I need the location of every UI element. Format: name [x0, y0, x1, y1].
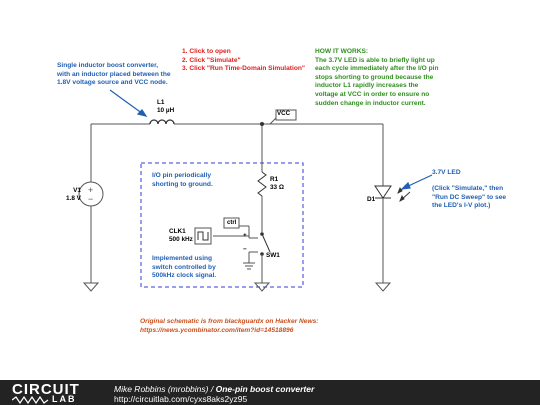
junction-vcc — [260, 122, 264, 126]
schematic-canvas: + − — [78, 89, 433, 292]
ctrl-tag-label: ctrl — [227, 220, 237, 226]
footer-bar: CIRCUIT LAB Mike Robbins (mrobbins) / On… — [0, 380, 540, 405]
vcc-tag-box — [275, 109, 297, 121]
sw1-label: SW1 — [266, 252, 280, 259]
voltage-source-v1 — [78, 181, 104, 207]
ctrl-tag-box — [223, 217, 240, 229]
footer-title: One-pin boost converter — [215, 384, 315, 394]
footer-author-title: Mike Robbins (mrobbins) / One-pin boost … — [114, 384, 315, 394]
switch-sw1 — [261, 233, 271, 253]
io-pin-dashed-box — [140, 162, 304, 288]
resistor-r1 — [257, 171, 267, 197]
ground-v1 — [82, 282, 100, 292]
note-intro: Single inductor boost converter,with an … — [57, 62, 171, 87]
note-how-it-works: HOW IT WORKS: The 3.7V LED is able to br… — [315, 48, 439, 107]
ground-sw1 — [253, 282, 271, 292]
hacker-news-link[interactable]: https://news.ycombinator.com/item?id=145… — [140, 326, 294, 334]
footer-url[interactable]: http://circuitlab.com/cyxs8aks2yz95 — [114, 394, 248, 404]
note-led: 3.7V LED — [432, 169, 461, 176]
svg-text:+: + — [88, 185, 93, 195]
footer-author[interactable]: Mike Robbins (mrobbins) — [114, 384, 209, 394]
note-original-source: Original schematic is from blackguardx o… — [140, 318, 319, 334]
note-steps: 1. Click to open 2. Click "Simulate" 3. … — [182, 48, 306, 73]
sw-plus-label: + — [243, 232, 247, 239]
d1-label: D1 — [367, 196, 376, 203]
logo-waveform-icon — [12, 396, 49, 404]
svg-text:−: − — [88, 194, 93, 204]
note-led-sim: (Click "Simulate," then"Run DC Sweep" to… — [432, 185, 507, 210]
led-d1 — [374, 185, 392, 199]
inductor-pointer-arrow — [109, 89, 148, 117]
inductor-l1 — [149, 119, 175, 125]
ground-d1 — [374, 282, 392, 292]
clock-source-clk1 — [194, 227, 212, 245]
circuitlab-logo-lab: LAB — [52, 394, 77, 404]
step-open-link[interactable]: 1. Click to open — [182, 48, 231, 55]
vcc-tag-label: VCC — [277, 110, 291, 117]
led-pointer-arrow — [400, 174, 433, 190]
sw-minus-label: − — [243, 246, 247, 253]
circuitlab-logo[interactable]: CIRCUIT — [12, 381, 80, 398]
